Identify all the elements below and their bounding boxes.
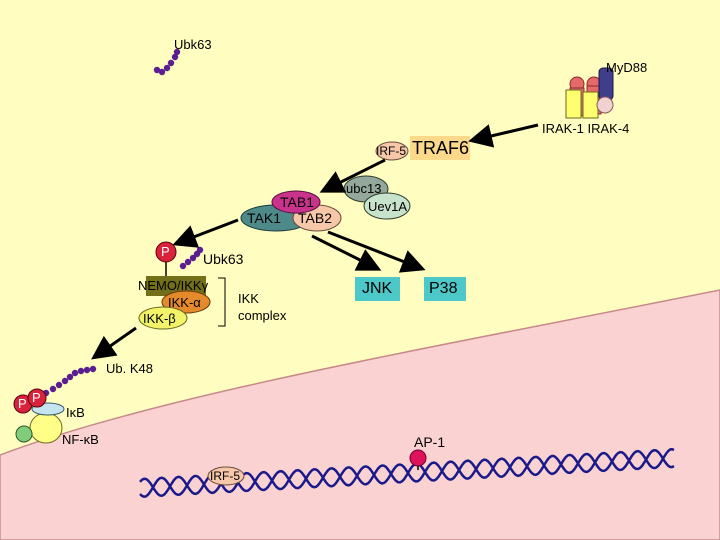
label-p-left-2: P: [32, 390, 41, 405]
ikk-beta-shape: [138, 306, 188, 330]
irf5-nucleus-shape: [207, 466, 245, 486]
label-p-left-1: P: [18, 396, 27, 411]
label-ikb: IκB: [66, 405, 85, 420]
ubiquitin-bead: [173, 48, 181, 56]
ubiquitin-chain-k48: [42, 365, 97, 397]
label-tab1: TAB1: [280, 194, 314, 210]
label-myd88: MyD88: [606, 60, 648, 75]
label-ikk-complex-2: complex: [238, 308, 287, 323]
ubiquitin-bead: [184, 258, 192, 266]
label-ubk63-top: Ubk63: [174, 37, 212, 52]
label-ubc13: ubc13: [346, 181, 382, 196]
label-ikk-beta: IKK-β: [143, 311, 176, 326]
label-nfkb: NF-κB: [62, 432, 99, 447]
signal-arrows: [91, 123, 539, 360]
label-jnk: JNK: [362, 280, 393, 297]
label-ubk48: Ub. K48: [106, 361, 153, 376]
nfkb-yellow-shape: [29, 412, 63, 444]
label-ubk63-mid: Ubk63: [203, 251, 244, 267]
label-irf5-small: IRF-5: [376, 144, 406, 158]
label-uev1a: Uev1A: [368, 199, 408, 214]
label-p-tak: P: [161, 244, 170, 259]
traf6-box: [410, 136, 470, 160]
uev1a-shape: [363, 192, 411, 220]
ubiquitin-bead: [153, 66, 161, 74]
ikk-complex-bracket: [218, 277, 226, 327]
ubiquitin-bead: [179, 262, 187, 270]
label-tab2: TAB2: [298, 210, 332, 226]
jnk-box: [355, 277, 400, 301]
p38-box: [424, 277, 466, 301]
ubiquitin-bead: [83, 366, 91, 374]
irf5-small-shape: [375, 141, 409, 161]
nucleus: [0, 289, 720, 540]
myd88-complex: [565, 67, 614, 119]
nfkb-green-shape: [15, 425, 33, 443]
ubiquitin-bead: [49, 385, 57, 393]
ubiquitin-bead: [89, 365, 97, 373]
ubiquitin-bead: [71, 369, 79, 377]
ubiquitin-chain-top: [153, 48, 181, 76]
label-irf5-nucleus: IRF-5: [210, 469, 240, 483]
ubiquitin-bead: [171, 53, 179, 61]
ubiquitin-bead: [163, 64, 171, 72]
tab1-shape: [271, 190, 321, 214]
ubiquitin-chain-mid: [179, 246, 204, 270]
ikk-alpha-shape: [161, 290, 211, 314]
label-ikk-alpha: IKK-α: [168, 295, 201, 310]
label-irak: IRAK-1 IRAK-4: [542, 121, 630, 136]
ubiquitin-bead: [66, 373, 74, 381]
ubiquitin-bead: [61, 377, 69, 385]
ubiquitin-bead: [167, 59, 175, 67]
ubiquitin-bead: [77, 367, 85, 375]
label-traf6: TRAF6: [412, 138, 470, 158]
label-tak1: TAK1: [247, 210, 281, 226]
phosphate-left-2: [27, 388, 47, 408]
label-ikk-complex-1: IKK: [238, 291, 259, 306]
ap1-marker: [409, 449, 427, 467]
ubiquitin-bead: [189, 254, 197, 262]
ubiquitin-bead: [158, 68, 166, 76]
label-ap1: AP-1: [414, 434, 446, 450]
label-p38: P38: [429, 280, 458, 297]
ubiquitin-bead: [196, 246, 204, 254]
ubiquitin-bead: [55, 381, 63, 389]
phosphate-tak: [155, 241, 177, 263]
label-nemo: NEMO/IKKγ: [138, 278, 209, 293]
